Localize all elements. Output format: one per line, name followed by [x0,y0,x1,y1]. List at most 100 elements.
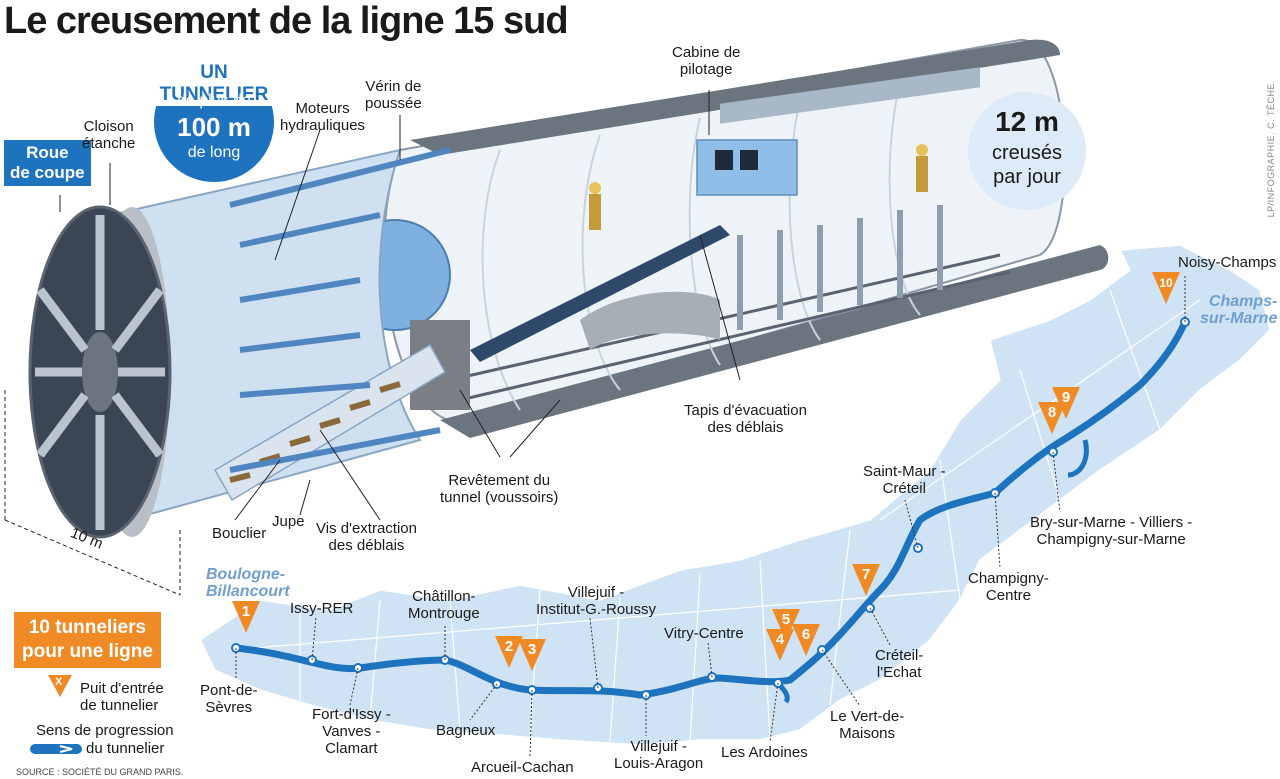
legend-marker-letter: X [55,676,63,688]
worker-figure [916,156,928,192]
station-label-fort-d-issy: Fort-d'Issy - Vanves - Clamart [312,706,391,757]
marker-triangle [792,624,820,656]
marker-3: 3 [518,639,546,671]
cabin-window [740,150,758,170]
cutter-head-spokes [35,215,165,530]
marker-number: 7 [862,566,870,583]
marker-number: 1 [242,603,250,620]
gantry-platform [720,67,980,124]
marker-1: 1 [232,601,260,633]
badge-line1: UN TUNNELIER [144,62,284,106]
marker-10: 10 [1152,272,1180,304]
label-cabine: Cabine de pilotage [672,44,741,78]
tunnel-bottom-rim [440,245,1109,438]
badge-tunnelier: UN TUNNELIER de plus de 100 m de long [144,62,284,182]
rails [449,253,1011,402]
marker-number: 6 [802,626,810,643]
station-label-bagneux: Bagneux [436,722,496,739]
badge-line2: de plus de [177,92,251,109]
city-boulogne: Boulogne- Billancourt [206,566,290,600]
station-leader-line [769,682,779,743]
marker-triangle [232,601,260,633]
station-label-arcueil: Arcueil-Cachan [471,759,574,776]
legend-arrow-head [59,745,73,753]
station-label-bry: Bry-sur-Marne - Villiers - Champigny-sur… [1030,514,1193,548]
station-label-villejuif-la: Villejuif - Louis-Aragon [614,738,704,772]
station-label-creteil-echat: Créteil- l'Echat [875,647,924,681]
marker-5: 5 [772,609,800,641]
station-label-pont-de-sevres: Pont-de- Sèvres [200,682,258,716]
station-leader-line [821,649,861,707]
worker-figure [916,144,928,156]
marker-triangle [518,639,546,671]
marker-number: 10 [1159,276,1173,290]
label-cloison: Cloison étanche [82,118,136,152]
legend-arrow-bar [30,744,82,754]
station-label-villejuif-igr: Villejuif - Institut-G.-Roussy [536,584,657,618]
marker-2: 2 [495,636,523,668]
worker-figure [589,182,601,194]
station-leader-line [529,689,533,758]
label-tapis: Tapis d'évacuation des déblais [684,402,807,436]
tunnel-segment [580,291,720,350]
badge-line3: 100 m [177,112,251,142]
tunnel-top-rim [410,39,1060,155]
station-leader-line [469,683,498,721]
legend-sens: Sens de progression [36,722,174,739]
worker-figure [589,194,601,230]
marker-number: 5 [782,611,790,628]
daily-value: 12 m [995,106,1059,137]
source-note: SOURCE : SOCIÉTÉ DU GRAND PARIS. [16,767,184,777]
callout-leaders [59,90,741,521]
station-label-vert-de-maisons: Le Vert-de- Maisons [830,708,905,742]
daily-progress-circle: 12 m creusés par jour [968,92,1086,210]
marker-triangle [1038,402,1066,434]
marker-8: 8 [1038,402,1066,434]
marker-triangle [1152,272,1180,304]
station-label-saint-maur: Saint-Maur - Créteil [863,463,946,497]
legend-puit: Puit d'entrée de tunnelier [80,680,164,714]
cutter-head-hub [82,332,118,412]
marker-number: 9 [1062,389,1070,406]
station-leader-line [869,607,891,646]
marker-number: 4 [776,631,785,648]
label-roue-de-coupe: Roue de coupe [4,140,91,186]
photo-credit: LP/INFOGRAPHIE. C. TÊCHE. [1266,80,1276,218]
station-label-vitry: Vitry-Centre [664,625,744,642]
conveyor-belt [470,225,730,362]
station-label-noisy: Noisy-Champs [1178,254,1277,271]
daily-line3: par jour [993,166,1061,188]
dimension-line [4,390,181,596]
marker-number: 3 [528,641,536,658]
badge-line4: de long [187,144,241,161]
thrust-rams [229,147,451,473]
marker-triangle [852,564,880,596]
station-leader-line [311,616,317,661]
label-vis: Vis d'extraction des déblais [316,520,417,554]
legend-title: 10 tunneliers pour une ligne [14,612,161,668]
marker-number: 8 [1048,404,1056,421]
city-champs: Champs- sur-Marne [1200,293,1278,327]
marker-number: 2 [505,638,513,655]
marker-triangle [1052,387,1080,419]
station-label-chatillon: Châtillon- Montrouge [408,588,480,622]
leader-lines [235,275,1186,758]
tunnel-rings [481,81,921,411]
marker-triangle [772,609,800,641]
marker-9: 9 [1052,387,1080,419]
daily-line2: creusés [991,142,1063,164]
label-revetement: Revêtement du tunnel (voussoirs) [440,472,559,506]
label-bouclier: Bouclier [212,525,267,542]
station-label-ardoines: Les Ardoines [721,744,808,761]
station-leader-line [707,641,713,678]
gantry-legs [737,205,943,330]
label-moteurs: Moteurs hydrauliques [280,100,366,134]
cabin-window [715,150,733,170]
station-leader-line [994,492,1001,569]
station-label-issy-rer: Issy-RER [290,600,354,617]
legend-marker-triangle [48,675,72,697]
